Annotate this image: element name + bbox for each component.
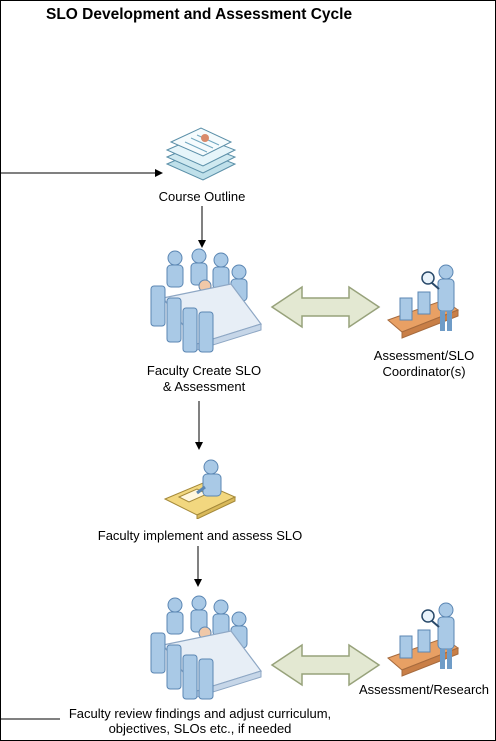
coordinator-label-line2: Coordinator(s) (382, 364, 466, 379)
meeting-group-icon (150, 248, 262, 353)
faculty-review-label-line1: Faculty review findings and adjust curri… (68, 706, 332, 721)
coordinator-label: Assessment/SLO Coordinator(s) (354, 348, 494, 380)
faculty-implement-label: Faculty implement and assess SLO (97, 528, 303, 543)
faculty-create-label-line2: & Assessment (162, 379, 246, 394)
document-stack-icon (165, 127, 237, 181)
research-label: Assessment/Research (358, 682, 490, 697)
faculty-review-label-line2: objectives, SLOs etc., if needed (108, 721, 292, 736)
person-at-desk-icon (163, 459, 237, 519)
coordinator-label-line1: Assessment/SLO (373, 348, 475, 363)
double-arrow-bottom (270, 643, 381, 687)
diagram-title: SLO Development and Assessment Cycle (46, 6, 353, 23)
course-outline-label: Course Outline (158, 189, 246, 204)
faculty-create-label-line1: Faculty Create SLO (146, 363, 262, 378)
double-arrow-top (270, 285, 381, 329)
faculty-review-label: Faculty review findings and adjust curri… (30, 706, 370, 736)
meeting-group-icon (150, 595, 262, 700)
inspector-conveyor-icon (387, 264, 460, 339)
faculty-create-label: Faculty Create SLO & Assessment (130, 363, 278, 395)
inspector-conveyor-icon (387, 602, 460, 677)
